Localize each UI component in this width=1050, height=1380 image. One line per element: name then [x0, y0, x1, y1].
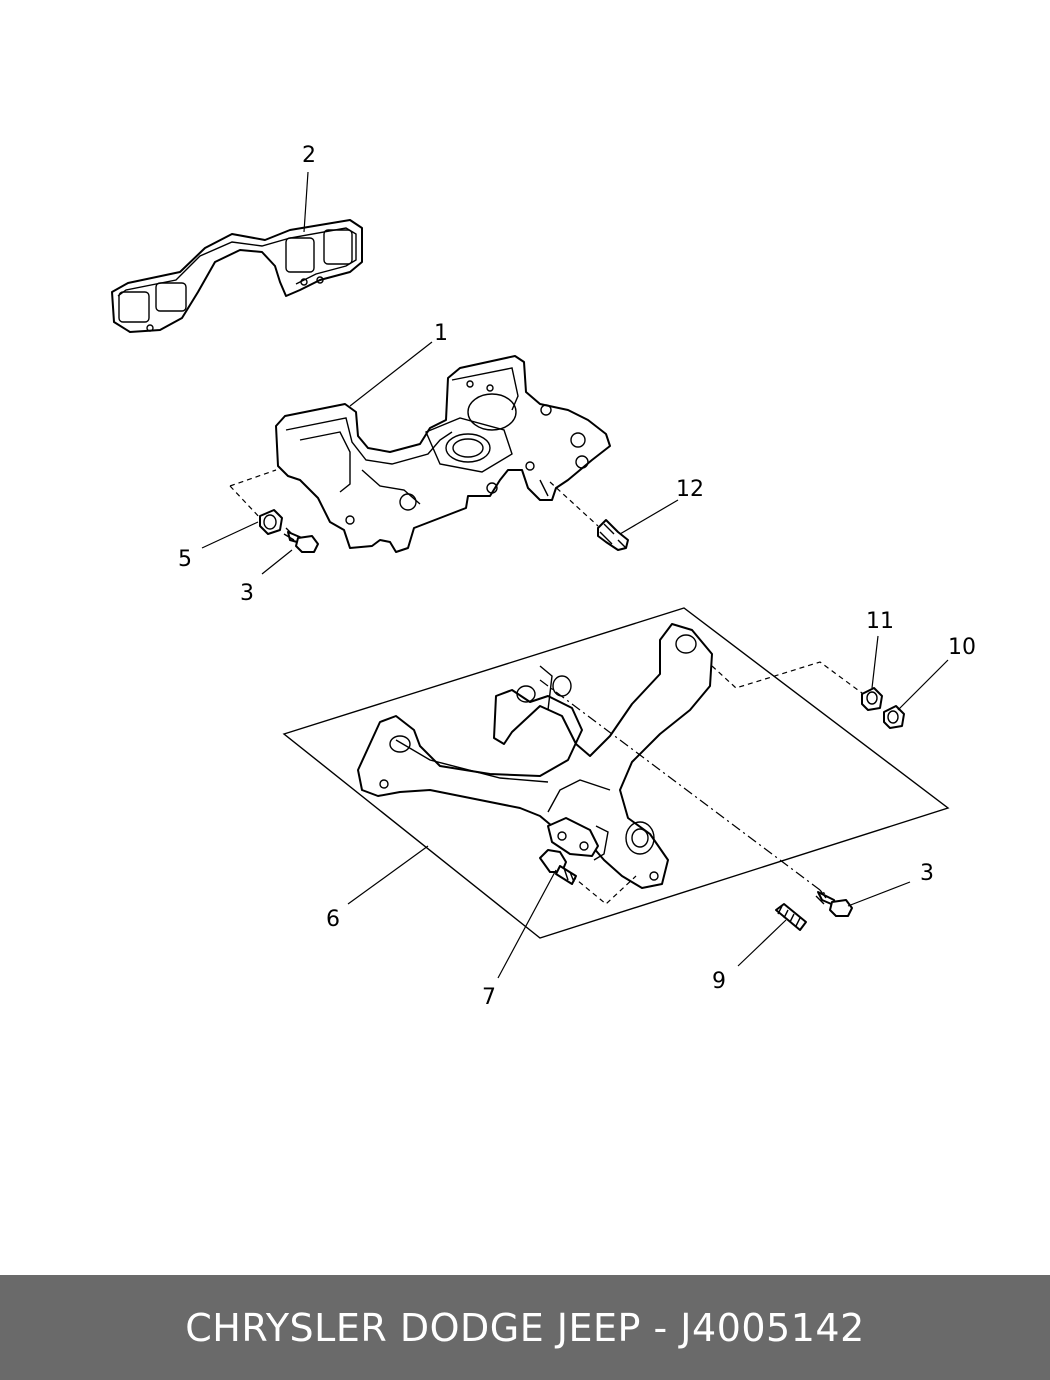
leader-1: [349, 341, 433, 407]
leader-11: [871, 635, 879, 689]
stud-part-9: [775, 903, 807, 931]
nut-part-10: [883, 705, 905, 729]
intake-gasket-part-2: [111, 219, 363, 333]
exhaust-manifold-part-6: [282, 607, 950, 939]
callout-12: 12: [676, 477, 704, 502]
callout-5: 5: [178, 547, 192, 572]
leader-2: [303, 171, 309, 233]
leader-7: [497, 869, 557, 979]
callout-3-lower: 3: [920, 861, 934, 886]
footer-caption: CHRYSLER DODGE JEEP - J4005142: [185, 1305, 865, 1350]
fitting-part-12: [597, 519, 629, 551]
leader-9: [737, 919, 787, 967]
callout-10: 10: [948, 635, 976, 660]
callout-11: 11: [866, 609, 894, 634]
locator-line-stud: [539, 679, 829, 897]
bolt-part-7: [539, 849, 577, 885]
leader-5: [201, 521, 259, 549]
exploded-parts-diagram: 2 1 5 3 12 11 10 6 7 9 3: [111, 143, 976, 1010]
locator-line-bolt-7: [571, 875, 637, 905]
callout-6: 6: [326, 907, 340, 932]
leader-3-upper: [261, 549, 293, 575]
footer-banner: CHRYSLER DODGE JEEP - J4005142: [0, 1275, 1050, 1380]
callout-9: 9: [712, 969, 726, 994]
callout-7: 7: [482, 985, 496, 1010]
leader-10: [897, 659, 949, 711]
locator-line-part-12: [549, 481, 599, 527]
bolt-part-3-lower: [815, 889, 853, 917]
locator-line-nut: [711, 661, 867, 697]
intake-manifold-part-1: [275, 355, 611, 553]
leader-12: [619, 499, 679, 535]
leader-6: [347, 845, 429, 905]
callout-1: 1: [434, 321, 448, 346]
locator-line-part-1: [229, 469, 277, 521]
leader-lines: [201, 171, 949, 979]
spacer-part-11: [861, 687, 883, 711]
nut-part-5: [259, 509, 283, 535]
bolt-part-3-upper: [283, 527, 319, 553]
leader-3-lower: [847, 881, 911, 907]
callout-3-upper: 3: [240, 581, 254, 606]
callout-2: 2: [302, 143, 316, 168]
